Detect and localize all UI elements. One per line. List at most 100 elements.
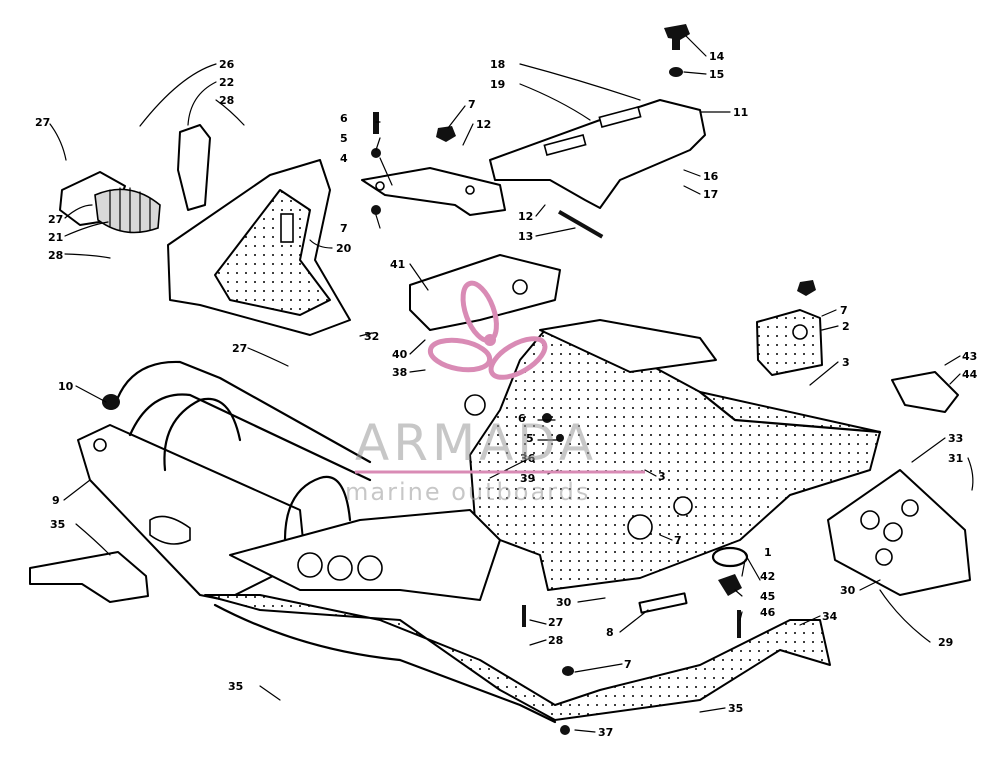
callout-7b: 7 [468,98,476,111]
bracket-8 [638,592,688,614]
callout-6: 6 [340,112,348,125]
leader-lines [49,35,974,733]
callout-7e: 7 [624,658,632,671]
callout-2: 2 [842,320,850,333]
propeller-logo-icon [427,280,548,380]
watermark-title: ARMADA [355,414,597,472]
bulkhead-hole [93,438,107,452]
stud-cap [664,24,690,40]
rivet-37 [560,725,570,735]
stud [672,38,680,50]
nut [371,148,381,158]
callout-5: 5 [340,132,348,145]
callout-40: 39 [520,472,535,485]
grommet [711,546,749,568]
callout-34: 34 [822,610,838,623]
armada-watermark: ARMADA marine outboards [345,280,645,506]
callout-3b: 3 [658,470,666,483]
bracket-hole [512,279,528,295]
callout-16: 16 [703,170,719,183]
callout-14: 14 [709,50,725,63]
callout-46: 45 [760,590,775,603]
watermark-subtitle: marine outboards [345,478,590,506]
rivet-27 [522,605,526,627]
callout-7: 7 [340,222,348,235]
intake-ribs [109,187,151,233]
solenoid [891,371,959,413]
callout-39: 38 [392,366,407,379]
callout-22: 22 [219,76,234,89]
callout-25: 27 [35,116,50,129]
skid-hole [860,510,880,530]
nut [436,126,456,142]
plate-slot [598,106,642,128]
side-strip [177,124,211,211]
suspension-pivot [327,555,353,581]
frame-hole [464,394,486,416]
callout-35b: 35 [728,702,743,715]
callout-6b: 6 [518,412,526,425]
front-bumper-tube [113,360,372,464]
dash-slot [280,213,294,243]
floor-mat [29,551,149,603]
callout-21: 21 [48,231,63,244]
chassis-frame [469,329,881,591]
callout-35: 35 [228,680,243,693]
callout-12: 12 [476,118,491,131]
callout-12b: 12 [518,210,533,223]
callout-7d: 7 [674,534,682,547]
gusset-plate [756,309,823,376]
callout-9: 9 [52,494,60,507]
callout-7c: 7 [840,304,848,317]
callout-30: 30 [840,584,856,597]
skid-hole [883,522,903,542]
callout-3: 3 [842,356,850,369]
callout-47: 46 [760,606,776,619]
callout-44: 43 [962,350,977,363]
suspension-pivot [357,555,383,581]
callout-18: 18 [490,58,505,71]
callout-37: 37 [598,726,613,739]
bolt-47 [737,610,741,638]
intake-boot [94,188,161,234]
tunnel-top [539,319,717,373]
callout-24: 27 [48,213,63,226]
callout-30b: 30 [556,596,572,609]
callout-23: 26 [219,58,235,71]
callout-15: 15 [709,68,724,81]
callout-19: 19 [490,78,505,91]
bolt [373,112,379,134]
bolt-13 [558,210,604,239]
nut [371,205,381,215]
front-bumper-tube-lower [128,393,372,482]
suspension-arms [229,509,501,601]
callout-20: 20 [336,242,352,255]
callout-31: 31 [948,452,963,465]
callout-17: 17 [703,188,718,201]
callout-45: 44 [962,368,978,381]
stud-nut [669,67,683,77]
callout-labels: 26 22 28 27 27 21 28 20 6 5 4 7 7 12 18 … [35,50,978,739]
belly-pan [204,594,831,721]
callout-27b: 27 [548,616,563,629]
plate-slot [543,134,587,156]
nut-7 [562,666,574,676]
callout-27: 27 [232,342,247,355]
callout-36: 35 [50,518,65,531]
skid-hole [901,499,919,517]
suspension-pivot [297,552,323,578]
callout-33: 33 [948,432,963,445]
callout-8: 8 [606,626,614,639]
frame-hole [673,496,693,516]
callout-42: 41 [390,258,405,271]
callout-28b: 28 [548,634,563,647]
motor-mount-plate [361,167,506,216]
callout-4: 4 [340,152,348,165]
dash-panel-inner [214,189,331,316]
frame-drawing [29,24,974,735]
mount-hole [465,185,475,195]
callout-41: 40 [392,348,408,361]
bulkhead-slot [149,515,191,545]
mount-hole [375,181,385,191]
